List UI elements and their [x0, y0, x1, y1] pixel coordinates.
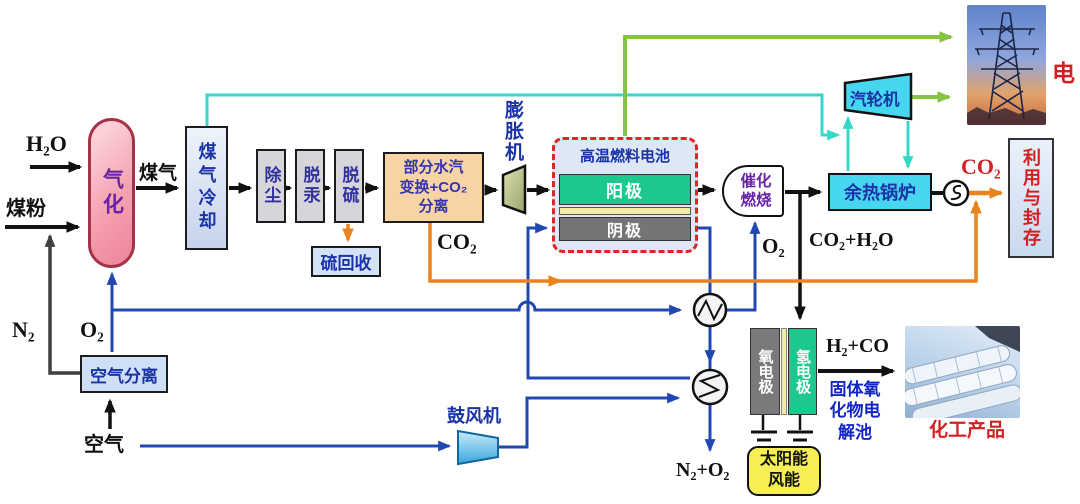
renewables-line1: 太阳能 [759, 451, 808, 469]
gasifier-label: 气化 [100, 168, 124, 218]
cathode-label: 阴极 [606, 223, 643, 240]
renewables-node: 太阳能 风能 [747, 446, 821, 496]
soec-hydrogen-electrode: 氢电极 [788, 328, 817, 415]
gas-cooler-node: 煤气冷却 [185, 126, 228, 250]
dust-removal-node: 除尘 [256, 149, 286, 223]
soec-caption: 固体氧 化物电 解池 [817, 379, 893, 443]
fuel-cell-anode: 阳极 [559, 174, 691, 205]
storage-label: 利用与封存 [1021, 148, 1041, 248]
soec-line1: 固体氧 [829, 380, 881, 399]
soec-line3: 解池 [838, 422, 872, 442]
co2-cooler [942, 179, 970, 207]
hydrogen-electrode-label: 氢电极 [794, 349, 811, 394]
gas-cooler-label: 煤气冷却 [196, 142, 217, 234]
blue-air-lines [106, 220, 761, 453]
co2-h2o-label: CO₂+H₂O [809, 229, 894, 251]
dust-removal-label: 除尘 [261, 166, 281, 206]
electricity-label: 电 [1052, 60, 1075, 86]
catalytic-burner-node: 催化 燃烧 [722, 165, 784, 217]
chem-products-label: 化工产品 [929, 420, 1006, 441]
waste-heat-boiler-node: 余热锅炉 [828, 173, 932, 211]
black-thin-lines [104, 192, 806, 429]
shift-co2-separation-node: 部分水汽 变换+CO₂ 分离 [383, 152, 484, 223]
sulfur-recovery-label: 硫回收 [320, 254, 372, 273]
o2-to-gasifier-label: O₂ [80, 317, 104, 342]
black-flow-lines [5, 161, 944, 377]
air-label: 空气 [84, 434, 124, 456]
steam-turbine-label: 汽轮机 [850, 91, 900, 109]
air-separation-node: 空气分离 [80, 355, 168, 393]
soec-line2: 化物电 [829, 401, 881, 421]
co2-shift-label: CO₂ [437, 229, 477, 254]
cyan-steam-lines [205, 93, 914, 171]
gasifier-node: 气化 [88, 118, 135, 268]
chemical-tanks-icon [905, 326, 1020, 418]
shift-line2: 变换+CO₂ [399, 178, 468, 196]
shift-line3: 分离 [418, 198, 449, 216]
heat-exchanger-bottom [691, 368, 729, 406]
mercury-removal-label: 脱汞 [300, 166, 320, 206]
sulfur-recovery-node: 硫回收 [311, 246, 381, 277]
coal-powder-label: 煤粉 [6, 198, 46, 220]
blower-shape [457, 429, 499, 466]
transmission-tower-icon [967, 12, 1046, 125]
expander-label: 膨胀机 [502, 100, 523, 163]
blower-label: 鼓风机 [447, 406, 501, 426]
burner-line2: 燃烧 [740, 192, 772, 209]
n2-line [44, 233, 80, 375]
oxygen-electrode-label: 氧电极 [756, 349, 774, 394]
soec-electrolyte [781, 328, 787, 415]
electrode-leads [751, 414, 813, 442]
fuel-cell-node: 高温燃料电池 阳极 阴极 [552, 137, 698, 253]
syngas-label: 煤气 [139, 163, 178, 184]
desulfurization-label: 脱硫 [339, 166, 359, 206]
fuel-cell-cathode: 阴极 [559, 217, 691, 241]
n2-label: N₂ [12, 317, 35, 342]
h2-co-label: H₂+CO [826, 335, 889, 357]
steam-turbine-shape [843, 72, 913, 121]
renewables-line2: 风能 [767, 472, 800, 489]
fuel-cell-title: 高温燃料电池 [579, 148, 670, 165]
fuel-cell-electrolyte [559, 207, 691, 215]
waste-heat-boiler-label: 余热锅炉 [844, 183, 916, 203]
heat-exchanger-top [692, 292, 728, 328]
mercury-removal-node: 脱汞 [295, 149, 325, 223]
anode-label: 阳极 [606, 182, 644, 201]
storage-node: 利用与封存 [1008, 138, 1054, 258]
chemical-plant-photo [905, 326, 1020, 418]
h2o-label: H₂O [26, 131, 67, 156]
burner-line1: 催化 [740, 172, 772, 190]
power-grid-photo [967, 5, 1046, 125]
desulfurization-node: 脱硫 [334, 149, 364, 223]
n2-o2-label: N₂+O₂ [676, 459, 730, 481]
o2-to-burner-label: O₂ [762, 234, 785, 258]
co2-product-label: CO₂ [961, 154, 1001, 179]
soec-oxygen-electrode: 氧电极 [750, 328, 780, 415]
shift-line1: 部分水汽 [403, 158, 464, 176]
orange-co2-lines [342, 187, 1004, 287]
air-separation-label: 空气分离 [90, 366, 158, 386]
green-electricity-lines [623, 31, 954, 136]
expander-shape [501, 164, 527, 215]
